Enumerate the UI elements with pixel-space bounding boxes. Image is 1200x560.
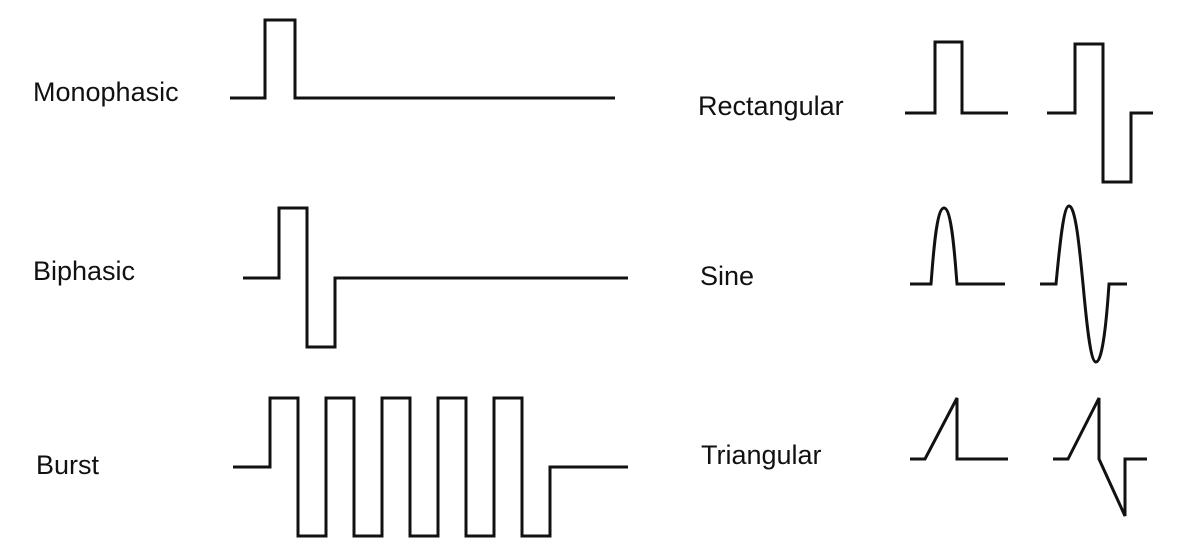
biphasic-label: Biphasic [33, 256, 136, 286]
sine-label: Sine [700, 261, 755, 291]
sine-monophasic-waveform [910, 206, 1005, 286]
triangular-biphasic-waveform [1053, 397, 1147, 517]
rectangular-monophasic-waveform [905, 40, 1008, 115]
rectangular-label: Rectangular [698, 91, 844, 121]
burst-label: Burst [36, 450, 100, 480]
rectangular-biphasic-waveform [1047, 42, 1153, 184]
triangular-monophasic-waveform [910, 397, 1008, 461]
monophasic-waveform [230, 18, 615, 100]
burst-waveform [233, 396, 628, 538]
triangular-label: Triangular [701, 440, 822, 470]
monophasic-label: Monophasic [33, 77, 179, 107]
biphasic-waveform [243, 206, 628, 349]
sine-biphasic-waveform [1040, 204, 1127, 364]
